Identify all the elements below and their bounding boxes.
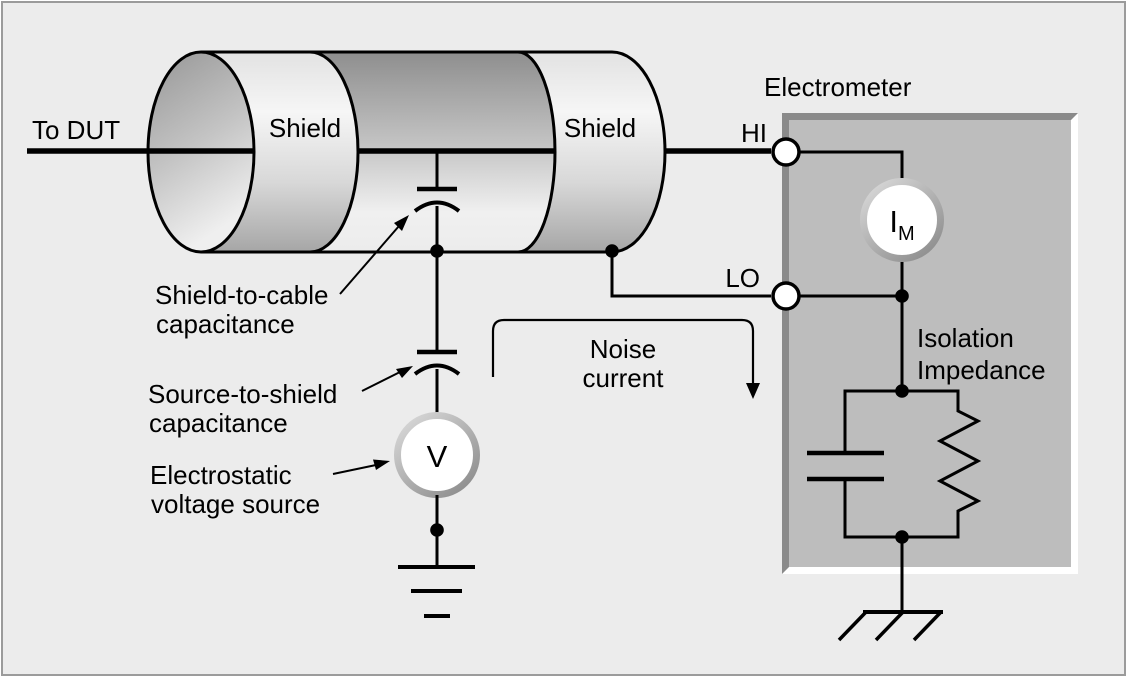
noise-current-arrow: Noise current — [491, 318, 760, 399]
ammeter-circle: IM — [860, 178, 944, 262]
wire — [843, 389, 902, 453]
annotation-arrowhead — [373, 459, 390, 470]
junction-dot — [430, 523, 444, 537]
shield-label-left: Shield — [269, 113, 341, 143]
source-branch: V — [394, 251, 480, 618]
signal-ground — [398, 565, 475, 618]
ammeter-subscript: M — [898, 223, 915, 245]
isolation-label-line2: Impedance — [917, 355, 1046, 385]
ammeter-ring — [860, 178, 944, 262]
isolation-label-line1: Isolation — [917, 323, 1014, 353]
source-to-shield-annotation: Source-to-shield capacitance — [148, 366, 413, 438]
annotation-arrowhead — [396, 366, 413, 378]
ground-hatch-1 — [837, 610, 868, 642]
voltmeter-ring — [394, 412, 480, 498]
noise-label-line1: Noise — [590, 334, 656, 364]
ground-hatch-3 — [912, 610, 943, 642]
voltmeter-label: V — [427, 439, 448, 474]
capacitor-plate-curved — [413, 363, 461, 376]
lo-wire — [605, 244, 771, 298]
shield-to-cable-capacitor — [413, 153, 461, 258]
to-dut-label: To DUT — [32, 115, 120, 145]
source-to-shield-label-line2: capacitance — [149, 408, 288, 438]
shield-to-cable-label-line2: capacitance — [156, 309, 295, 339]
ammeter-label: IM — [889, 204, 914, 245]
wire — [610, 251, 771, 298]
annotation-arrowhead — [394, 215, 409, 231]
electrostatic-annotation: Electrostatic voltage source — [150, 459, 390, 519]
isolation-impedance: Isolation Impedance — [807, 323, 1046, 544]
hi-terminal — [771, 137, 801, 167]
electrostatic-label-line1: Electrostatic — [150, 460, 292, 490]
shield-to-cable-label-line1: Shield-to-cable — [155, 280, 328, 310]
electrostatic-label-line2: voltage source — [151, 489, 320, 519]
wire — [799, 294, 904, 391]
ammeter-branch: IM — [799, 150, 944, 391]
isolation-resistor — [902, 389, 982, 539]
capacitor-plate-curved — [413, 200, 461, 213]
electrometer-title: Electrometer — [764, 72, 912, 102]
hi-terminal-circle — [771, 137, 801, 167]
source-to-shield-capacitor — [413, 349, 461, 376]
wire — [843, 479, 902, 539]
ammeter-letter: I — [889, 204, 898, 239]
lo-terminal — [771, 281, 801, 311]
earth-ground — [837, 537, 943, 642]
lo-terminal-circle — [771, 281, 801, 311]
noise-arrowhead — [746, 383, 760, 399]
annotation-arrow-line — [339, 225, 400, 295]
source-to-shield-label-line1: Source-to-shield — [148, 379, 337, 409]
ground-hatch-2 — [874, 610, 905, 642]
hi-label: HI — [741, 118, 767, 148]
wire — [799, 150, 904, 179]
lo-label: LO — [725, 263, 760, 293]
voltage-source-circle: V — [394, 412, 480, 498]
shield-to-cable-annotation: Shield-to-cable capacitance — [155, 215, 409, 339]
annotation-arrow-line — [361, 371, 401, 392]
noise-arrow-path — [491, 318, 755, 385]
resistor-zigzag — [902, 389, 982, 539]
annotation-arrow-line — [332, 464, 377, 475]
isolation-capacitor — [807, 389, 902, 539]
noise-label-line2: current — [583, 363, 665, 393]
shield-label-right: Shield — [564, 113, 636, 143]
